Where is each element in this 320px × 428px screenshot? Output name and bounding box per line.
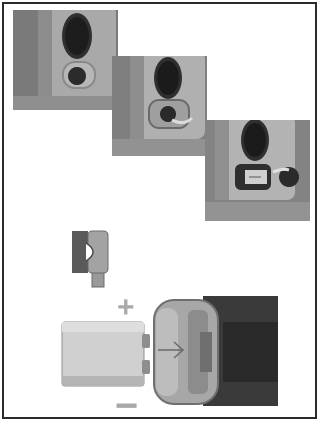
battery-connector-icon [205, 120, 310, 221]
9v-battery-icon [58, 318, 154, 390]
device-rear-closed-icon [13, 10, 118, 110]
battery-clip-icon [70, 229, 112, 289]
step-photo-2 [112, 56, 207, 156]
device-rear-cover-open-icon [112, 56, 207, 156]
step-photo-1 [13, 10, 118, 110]
device-body-icon [148, 292, 278, 410]
step-photo-3 [205, 120, 310, 221]
negative-sign: − [115, 386, 138, 426]
